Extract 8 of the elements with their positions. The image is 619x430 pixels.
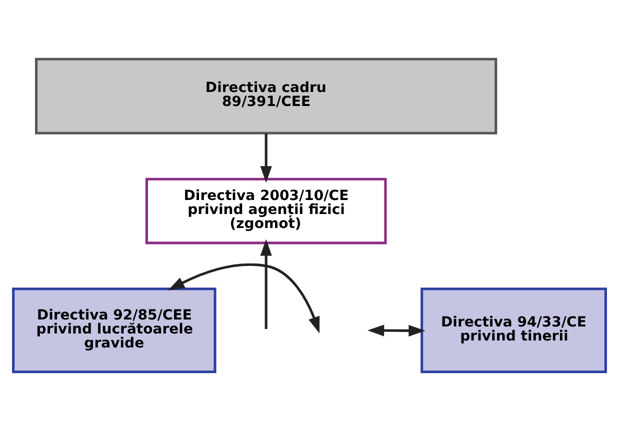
arrow xyxy=(168,262,320,333)
arrow xyxy=(367,324,426,336)
node-box: Directiva 92/85/CEE privind lucrătoarele gravide xyxy=(12,287,216,373)
node-box: Directiva 94/33/CE privind tinerii xyxy=(420,287,607,373)
arrow xyxy=(260,133,272,182)
node-box: Directiva cadru 89/391/CEE xyxy=(35,57,498,134)
node-box: Directiva 2003/10/CE privind agenții fizici (zgomot) xyxy=(145,177,387,244)
arrow xyxy=(260,238,272,328)
